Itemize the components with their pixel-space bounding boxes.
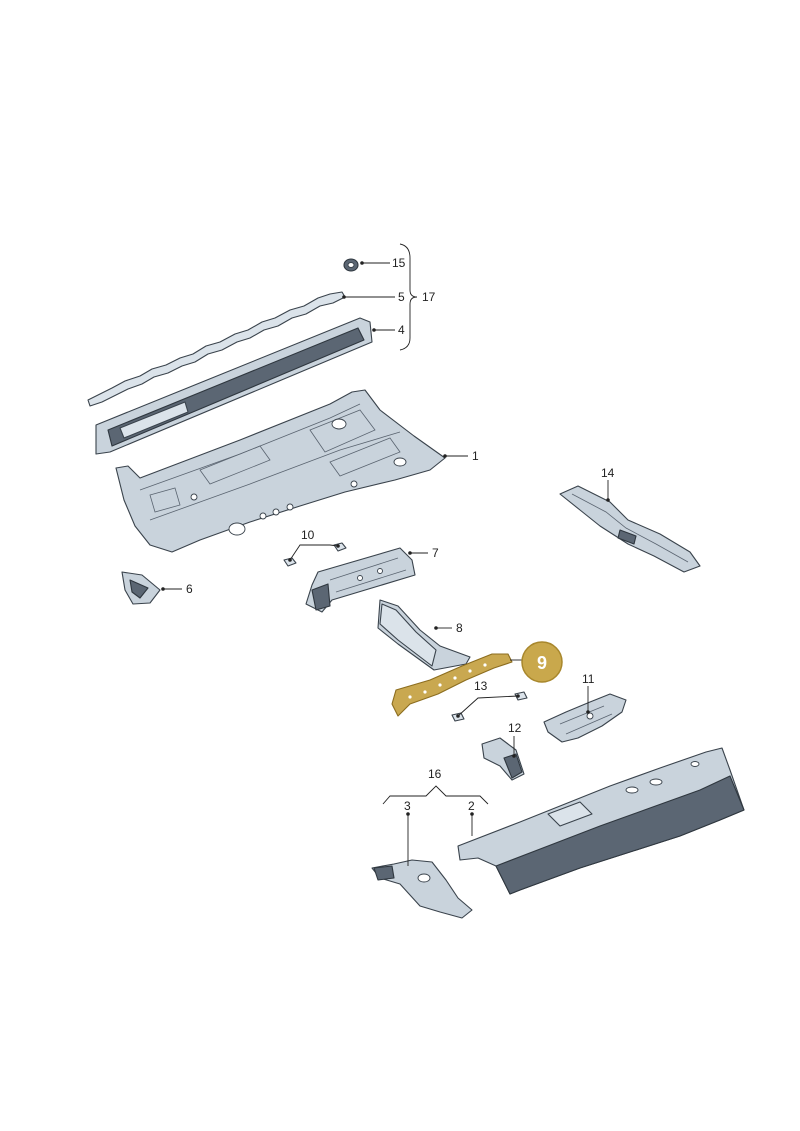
part-3-front-tunnel[interactable] — [371, 859, 473, 919]
label-16: 16 — [428, 767, 442, 781]
label-8: 8 — [456, 621, 463, 635]
label-6: 6 — [186, 582, 193, 596]
part-4-sill-panel[interactable] — [95, 317, 373, 455]
label-11: 11 — [582, 672, 595, 686]
part-14-crossmember[interactable] — [559, 485, 701, 573]
part-2-tunnel[interactable] — [457, 747, 745, 895]
part-8-wedge-panel[interactable] — [377, 599, 471, 671]
part-13-pads[interactable] — [451, 691, 528, 722]
label-15: 15 — [392, 256, 406, 270]
label-2: 2 — [468, 799, 475, 813]
part-9-reinforcement-highlighted[interactable] — [391, 653, 513, 717]
part-6-bracket[interactable] — [121, 571, 161, 605]
part-1-floor-pan[interactable] — [115, 389, 446, 553]
label-7: 7 — [432, 546, 439, 560]
label-13: 13 — [474, 679, 488, 693]
selected-part-callout[interactable]: 9 — [521, 641, 563, 683]
callout-number: 9 — [537, 653, 547, 673]
label-10: 10 — [301, 528, 315, 542]
label-17: 17 — [422, 290, 436, 304]
part-15-grommet[interactable] — [343, 258, 359, 272]
part-labels: 15 5 17 4 1 6 10 7 8 13 11 12 14 16 3 2 — [186, 256, 615, 813]
part-11-bracket[interactable] — [543, 693, 627, 743]
label-3: 3 — [404, 799, 411, 813]
part-12-bracket[interactable] — [481, 737, 525, 781]
label-4: 4 — [398, 323, 405, 337]
label-12: 12 — [508, 721, 522, 735]
callout-badge[interactable] — [521, 641, 563, 683]
label-1: 1 — [472, 449, 479, 463]
label-5: 5 — [398, 290, 405, 304]
part-7-crossmember[interactable] — [305, 547, 416, 613]
label-14: 14 — [601, 466, 615, 480]
leader-lines — [161, 243, 610, 866]
